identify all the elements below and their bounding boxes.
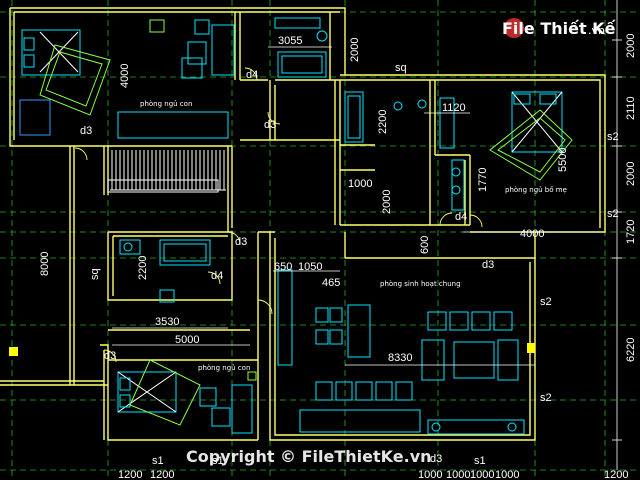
dimension-label: 1000 (470, 469, 494, 480)
dimension-label: 3530 (155, 316, 179, 328)
window-tag: s2 (540, 296, 552, 308)
room-label-child-bedroom-2: phòng ngủ con (198, 364, 250, 372)
watermark-logo: File Thiết Kế .vn (502, 18, 617, 38)
dimension-label: 8000 (39, 252, 51, 276)
door-tag: d4 (211, 270, 223, 282)
dimension-label: 2200 (137, 256, 149, 280)
dimension-label: 1000 (495, 469, 519, 480)
dimension-label: 5500 (557, 148, 569, 172)
window-tag: s2 (607, 131, 619, 143)
dimension-label: 1000 (446, 469, 470, 480)
door-tag: d3 (80, 125, 92, 137)
door-tag: d4 (246, 69, 258, 81)
dimension-label: 650 (274, 261, 292, 273)
walls (0, 7, 606, 441)
right-dimension-chain (612, 0, 622, 470)
room-label-child-bedroom: phòng ngủ con (140, 100, 192, 108)
dimension-label: 4000 (520, 228, 544, 240)
window-tag: s2 (607, 208, 619, 220)
door-tag: d3 (430, 453, 442, 465)
dimension-label: 2000 (625, 162, 637, 186)
dimension-label: 1120 (442, 102, 466, 114)
dimension-label: 1000 (418, 469, 442, 480)
column-marker (527, 343, 535, 353)
window-tag: s1 (212, 455, 224, 467)
door-tag: d3 (264, 119, 276, 131)
dimension-label: 1720 (625, 220, 637, 244)
dimension-label: 8330 (388, 352, 412, 364)
logo-text: File Thiết Kế (502, 19, 617, 38)
window-tag: sq (89, 268, 101, 280)
dimension-label: 1200 (150, 469, 174, 480)
dimension-label: 2110 (625, 96, 637, 120)
dimension-label: 3055 (278, 35, 302, 47)
dimension-label: 1050 (298, 261, 322, 273)
furniture (19, 17, 573, 435)
dimension-label: 1770 (477, 168, 489, 192)
door-tag: d3 (104, 350, 116, 362)
door-tag: d4 (455, 211, 467, 223)
dimension-label: 5000 (175, 334, 199, 346)
logo-suffix: .vn (588, 24, 605, 37)
dimension-lines (112, 46, 600, 366)
room-label-master-bedroom: phòng ngủ bố mẹ (505, 186, 567, 194)
dimension-label: 4000 (119, 64, 131, 88)
dimension-label: 6220 (625, 338, 637, 362)
dimension-label: 2200 (377, 110, 389, 134)
door-swings (74, 67, 483, 363)
dimension-label: 2000 (625, 34, 637, 58)
staircase (107, 150, 226, 193)
dimension-label: 465 (322, 277, 340, 289)
window-tag: s1 (152, 455, 164, 467)
dimension-label: 1200 (604, 469, 628, 480)
dimension-label: 2000 (381, 190, 393, 214)
dimension-label: 1200 (118, 469, 142, 480)
dimension-label: 1000 (348, 178, 372, 190)
dimension-label: 2000 (349, 38, 361, 62)
window-tag: sq (395, 62, 407, 74)
dimension-label: 600 (419, 236, 431, 254)
window-tag: s2 (540, 392, 552, 404)
window-tag: s1 (474, 455, 486, 467)
copyright-watermark: Copyright © FileThietKe.vn (186, 447, 432, 466)
door-tag: d3 (235, 236, 247, 248)
room-label-living-room: phòng sinh hoạt chung (380, 280, 461, 288)
column-marker (9, 347, 18, 356)
door-tag: d3 (482, 259, 494, 271)
